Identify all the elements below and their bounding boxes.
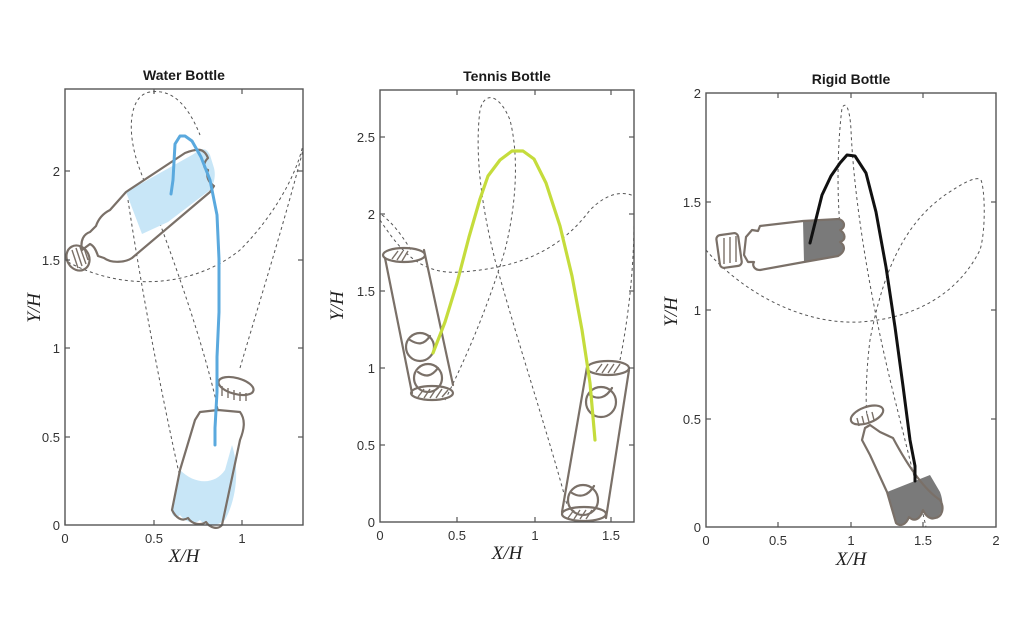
- tennis-tube-launch: [381, 246, 455, 402]
- y-ticks: 0 0.5 1 1.5 2: [42, 164, 303, 533]
- end-trajectory-dashed: [444, 97, 568, 506]
- svg-text:1: 1: [694, 303, 701, 318]
- end-trajectory-dashed: [379, 193, 635, 273]
- y-ticks: 0 0.5 1 1.5 2 2.5: [357, 130, 634, 530]
- end-trajectory-dashed: [619, 219, 635, 361]
- panel-water-bottle: Water Bottle: [24, 67, 304, 567]
- y-axis-label: Y/H: [661, 296, 682, 327]
- trajectory-line: [169, 134, 221, 447]
- x-ticks: 0 0.5 1 1.5 2: [702, 93, 1000, 548]
- end-trajectory-dashed: [130, 91, 219, 410]
- panel-rigid-bottle: Rigid Bottle: [661, 71, 1000, 570]
- svg-text:2: 2: [53, 164, 60, 179]
- svg-text:2: 2: [992, 533, 999, 548]
- plot-frame: [379, 89, 635, 523]
- svg-text:0.5: 0.5: [683, 412, 701, 427]
- svg-text:0: 0: [368, 515, 375, 530]
- panel-title: Tennis Bottle: [463, 68, 551, 84]
- bottle-sketch-landing: [170, 375, 255, 529]
- svg-text:0: 0: [61, 531, 68, 546]
- x-axis-label: X/H: [835, 549, 868, 570]
- svg-text:2: 2: [368, 207, 375, 222]
- svg-text:0: 0: [53, 518, 60, 533]
- y-ticks: 0 0.5 1 1.5 2: [683, 86, 996, 535]
- y-axis-label: Y/H: [24, 292, 45, 323]
- y-axis-label: Y/H: [327, 290, 348, 321]
- svg-text:2: 2: [694, 86, 701, 101]
- svg-text:1: 1: [847, 533, 854, 548]
- rigid-bottle-launch: [715, 217, 846, 272]
- panel-tennis-bottle: Tennis Bottle: [327, 68, 635, 564]
- svg-text:0.5: 0.5: [769, 533, 787, 548]
- x-axis-label: X/H: [168, 546, 201, 567]
- svg-text:1.5: 1.5: [683, 195, 701, 210]
- plot-frame: [705, 92, 997, 528]
- end-trajectory-dashed: [239, 149, 304, 369]
- rigid-bottle-landing: [849, 404, 944, 527]
- trajectory-line: [431, 149, 597, 442]
- trajectory-line: [808, 153, 917, 483]
- svg-text:1.5: 1.5: [602, 528, 620, 543]
- panel-title: Water Bottle: [143, 67, 225, 83]
- x-axis-label: X/H: [491, 543, 524, 564]
- svg-text:0: 0: [376, 528, 383, 543]
- svg-text:1.5: 1.5: [914, 533, 932, 548]
- end-trajectory-dashed: [381, 214, 413, 253]
- end-trajectory-dashed: [705, 178, 985, 416]
- svg-text:0.5: 0.5: [145, 531, 163, 546]
- panel-title: Rigid Bottle: [812, 71, 891, 87]
- svg-text:2.5: 2.5: [357, 130, 375, 145]
- plot-frame: [64, 88, 304, 526]
- svg-text:0: 0: [702, 533, 709, 548]
- end-trajectory-dashed: [837, 104, 927, 528]
- svg-text:0.5: 0.5: [448, 528, 466, 543]
- svg-text:1: 1: [53, 341, 60, 356]
- svg-text:0: 0: [694, 520, 701, 535]
- end-trajectory-dashed: [67, 144, 304, 283]
- svg-text:0.5: 0.5: [42, 430, 60, 445]
- svg-text:1: 1: [238, 531, 245, 546]
- svg-text:1.5: 1.5: [357, 284, 375, 299]
- svg-text:1: 1: [531, 528, 538, 543]
- svg-text:0.5: 0.5: [357, 438, 375, 453]
- bottle-sketch-launch: [65, 148, 216, 272]
- end-trajectory-dashed: [127, 199, 186, 501]
- tennis-tube-landing: [560, 359, 631, 523]
- x-ticks: 0 0.5 1 1.5: [376, 90, 620, 543]
- svg-text:1.5: 1.5: [42, 253, 60, 268]
- x-ticks: 0 0.5 1: [61, 89, 246, 546]
- svg-text:1: 1: [368, 361, 375, 376]
